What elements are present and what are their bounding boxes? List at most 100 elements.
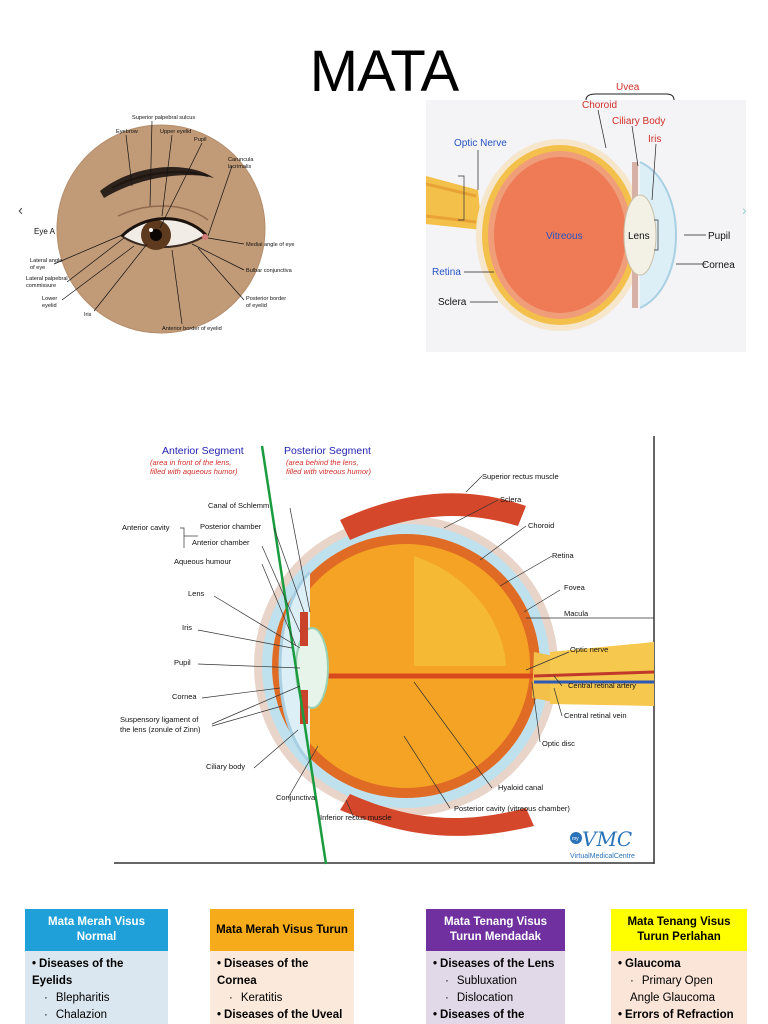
external-eye-svg: Superior palpebral sulcus Eyebrow Upper … [22, 104, 308, 336]
label-caruncula-2: lacrimalis [228, 164, 252, 170]
list-item: Primary Open Angle Glaucoma [618, 973, 740, 1007]
label-lateral-angle-2: of eye [30, 265, 45, 271]
label-iris: Iris [182, 623, 192, 632]
label-pupil: Pupil [708, 231, 730, 242]
label-fovea: Fovea [564, 583, 586, 592]
label-central-retinal-vein: Central retinal vein [564, 711, 627, 720]
vmc-logo: my VMC VirtualMedicalCentre [570, 827, 635, 860]
label-ciliary-body: Ciliary Body [612, 116, 665, 127]
label-lower-eyelid-2: eyelid [42, 303, 57, 309]
label-optic-nerve: Optic nerve [570, 645, 608, 654]
label-anterior-chamber: Anterior chamber [192, 538, 250, 547]
caption-eye-a: Eye A [34, 227, 56, 236]
list-item: Glaucoma [618, 956, 740, 973]
list-item: Keratitis [217, 990, 347, 1007]
label-anterior-border: Anterior border of eyelid [162, 326, 222, 332]
label-anterior-cavity: Anterior cavity [122, 523, 170, 532]
label-posterior-border-2: of eyelid [246, 303, 267, 309]
label-lateral-angle-1: Lateral angle [30, 258, 62, 264]
card-mata-tenang-visus-turun-perlahan: Mata Tenang Visus Turun Perlahan Glaucom… [611, 909, 747, 1024]
list-item: Diseases of the [433, 1007, 558, 1024]
label-sclera: Sclera [438, 297, 467, 308]
eye-cross-section-figure: Uvea Choroid Ciliary Body Iris Optic Ner… [426, 80, 746, 352]
label-lateral-commissure-2: commissure [26, 283, 56, 289]
cross-section-svg: Uvea Choroid Ciliary Body Iris Optic Ner… [426, 82, 746, 352]
card-body: Diseases of the Eyelids Blepharitis Chal… [25, 951, 168, 1024]
chevron-right-icon[interactable]: › [742, 202, 747, 218]
slide-title: MATA [309, 39, 460, 104]
pupil-shape [150, 229, 162, 241]
label-anterior-segment: Anterior Segment [162, 445, 244, 457]
logo-text: VirtualMedicalCentre [570, 853, 635, 860]
label-lens: Lens [188, 589, 205, 598]
card-mata-merah-visus-turun: Mata Merah Visus Turun Diseases of the C… [210, 909, 354, 1024]
label-superior-palpebral-sulcus: Superior palpebral sulcus [132, 115, 195, 121]
list-item: Dislocation [433, 990, 558, 1007]
card-header: Mata Tenang Visus Turun Perlahan [611, 909, 747, 951]
anterior-note-2: filled with aqueous humor) [150, 467, 238, 476]
label-macula: Macula [564, 609, 589, 618]
label-lateral-commissure-1: Lateral palpebral [26, 276, 68, 282]
label-vitreous: Vitreous [546, 231, 583, 242]
label-optic-nerve: Optic Nerve [454, 138, 507, 149]
eye-anatomy-figure: Anterior Segment (area in front of the l… [114, 436, 656, 866]
superior-rectus-shape [340, 493, 526, 540]
label-pupil: Pupil [174, 658, 191, 667]
vitreous-shape [494, 157, 626, 313]
list-item: Chalazion [32, 1007, 161, 1024]
label-conjunctiva: Conjunctiva [276, 793, 316, 802]
card-body: Diseases of the Lens Subluxation Disloca… [426, 951, 565, 1024]
label-retina: Retina [432, 267, 461, 278]
card-header: Mata Merah Visus Normal [25, 909, 168, 951]
list-item: Errors of Refraction [618, 1007, 740, 1024]
label-lens: Lens [628, 231, 650, 242]
posterior-note-2: filled with vitreous humor) [286, 467, 372, 476]
label-uvea: Uvea [616, 82, 640, 93]
anatomy-svg: Anterior Segment (area in front of the l… [114, 436, 656, 865]
label-choroid: Choroid [582, 100, 617, 111]
label-ciliary-body: Ciliary body [206, 762, 245, 771]
card-body: Diseases of the Cornea Keratitis Disease… [210, 951, 354, 1024]
posterior-note-1: (area behind the lens, [286, 458, 359, 467]
chevron-left-icon[interactable]: ‹ [18, 202, 24, 219]
label-cornea: Cornea [172, 692, 197, 701]
external-eye-figure: Superior palpebral sulcus Eyebrow Upper … [22, 104, 308, 336]
list-item: Diseases of the Eyelids [32, 956, 161, 990]
list-item: Blepharitis [32, 990, 161, 1007]
label-superior-rectus: Superior rectus muscle [482, 472, 559, 481]
label-optic-disc: Optic disc [542, 739, 575, 748]
label-suspensory-2: the lens (zonule of Zinn) [120, 725, 201, 734]
label-retina: Retina [552, 551, 575, 560]
card-mata-tenang-visus-turun-mendadak: Mata Tenang Visus Turun Mendadak Disease… [426, 909, 565, 1024]
list-item: Diseases of the Lens [433, 956, 558, 973]
inferior-rectus-shape [340, 794, 534, 836]
label-pupil: Pupil [194, 137, 206, 143]
label-choroid: Choroid [528, 521, 554, 530]
label-canal-of-schlemm: Canal of Schlemm [208, 501, 269, 510]
lens-shape [623, 194, 657, 276]
label-posterior-chamber: Posterior chamber [200, 522, 262, 531]
list-item: Diseases of the Uveal [217, 1007, 347, 1024]
label-iris: Iris [84, 312, 92, 318]
label-inferior-rectus: Inferior rectus muscle [320, 813, 392, 822]
logo-main: VMC [582, 827, 632, 851]
card-header: Mata Tenang Visus Turun Mendadak [426, 909, 565, 951]
list-item: Subluxation [433, 973, 558, 990]
label-upper-eyelid: Upper eyelid [160, 129, 191, 135]
label-posterior-segment: Posterior Segment [284, 445, 371, 457]
list-item: Diseases of the Cornea [217, 956, 347, 990]
label-bulbar-conjunctiva: Bulbar conjunctiva [246, 268, 293, 274]
label-lower-eyelid-1: Lower [42, 296, 57, 302]
label-cornea: Cornea [702, 260, 735, 271]
card-mata-merah-visus-normal: Mata Merah Visus Normal Diseases of the … [25, 909, 168, 1024]
label-posterior-border-1: Posterior border [246, 296, 286, 302]
label-medial-angle: Medial angle of eye [246, 242, 295, 248]
card-header: Mata Merah Visus Turun [210, 909, 354, 951]
label-aqueous-humour: Aqueous humour [174, 557, 232, 566]
anterior-note-1: (area in front of the lens, [150, 458, 231, 467]
label-suspensory-1: Suspensory ligament of [120, 715, 199, 724]
label-iris: Iris [648, 134, 661, 145]
label-hyaloid-canal: Hyaloid canal [498, 783, 543, 792]
label-central-retinal-artery: Central retinal artery [568, 681, 636, 690]
logo-mark: my [572, 836, 579, 842]
